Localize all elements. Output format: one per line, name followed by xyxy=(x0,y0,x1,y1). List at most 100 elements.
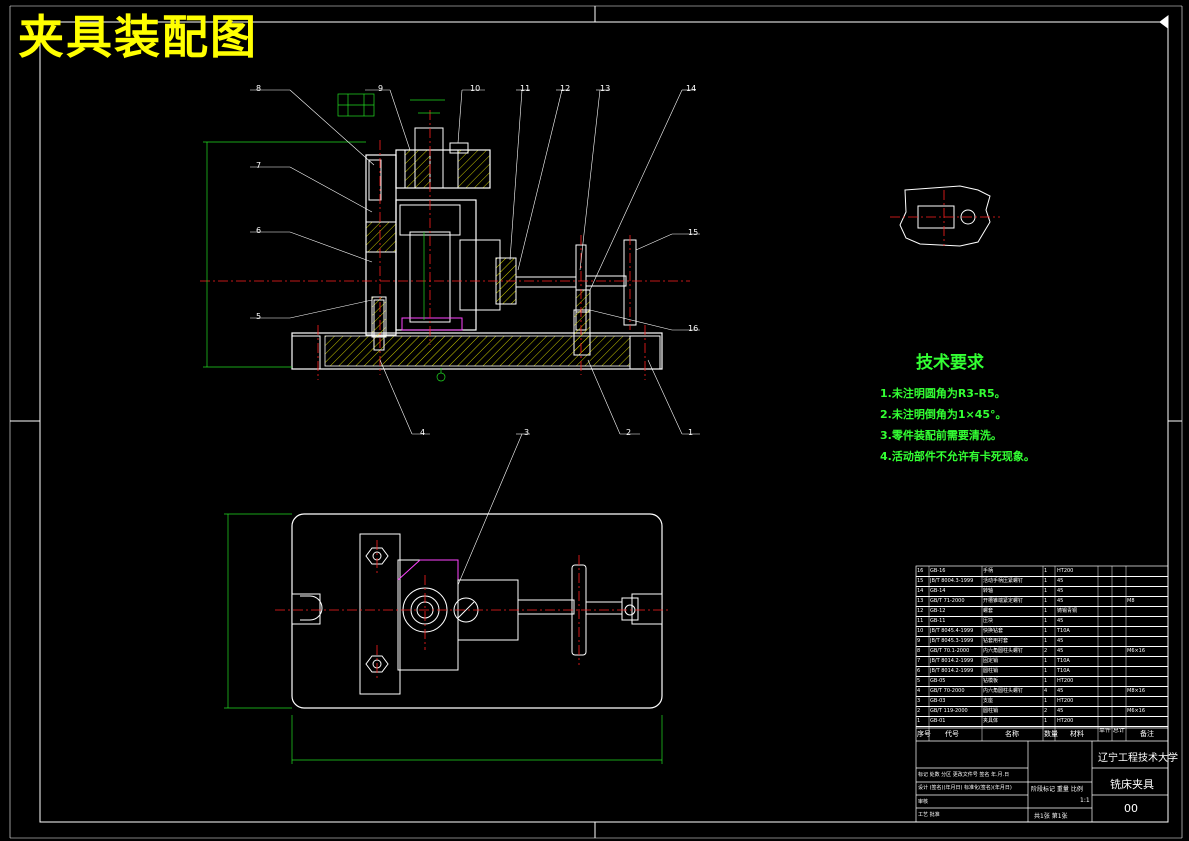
bom-cell-code: GB/T 71-2000 xyxy=(930,598,965,604)
bom-header-qty: 数量 xyxy=(1044,730,1058,738)
bom-cell-material: 45 xyxy=(1057,598,1064,604)
tech-requirement-1: 1.未注明圆角为R3-R5。 xyxy=(880,387,1006,400)
bom-cell-code: JB/T 8045.4-1999 xyxy=(930,628,974,634)
bom-cell-name: 钻套用衬套 xyxy=(983,638,1009,644)
bom-cell-material: 铸锡青铜 xyxy=(1057,608,1078,614)
bom-cell-note: M8×16 xyxy=(1127,688,1146,694)
bom-cell-no: 7 xyxy=(917,658,921,664)
bom-row-rule xyxy=(916,656,1168,657)
bom-cell-no: 10 xyxy=(917,628,924,634)
bom-cell-qty: 1 xyxy=(1044,578,1048,584)
bom-cell-code: GB/T 70-2000 xyxy=(930,688,965,694)
bom-cell-material: 45 xyxy=(1057,578,1064,584)
bom-cell-name: 内六角圆柱头螺钉 xyxy=(983,688,1024,694)
bom-cell-material: 45 xyxy=(1057,708,1064,714)
bom-row-rule xyxy=(916,646,1168,647)
bom-cell-material: 45 xyxy=(1057,638,1064,644)
bom-row-rule xyxy=(916,576,1168,577)
bom-header-name: 名称 xyxy=(1005,730,1019,738)
bom-cell-name: 固定销 xyxy=(983,658,999,664)
tech-requirements: 技术要求 1.未注明圆角为R3-R5。 2.未注明倒角为1×45°。 3.零件装… xyxy=(880,348,1035,469)
bom-cell-code: GB/T 70.1-2000 xyxy=(930,648,970,654)
bom-row-rule xyxy=(916,676,1168,677)
bom-cell-qty: 4 xyxy=(1044,688,1048,694)
top-view xyxy=(224,513,670,764)
bom-cell-material: 45 xyxy=(1057,618,1064,624)
tech-requirement-4: 4.活动部件不允许有卡死现象。 xyxy=(880,450,1035,463)
bom-cell-qty: 1 xyxy=(1044,698,1048,704)
bom-cell-qty: 1 xyxy=(1044,658,1048,664)
bom-row-rule xyxy=(916,716,1168,717)
bom-row-rule xyxy=(916,686,1168,687)
title-block-row-2: 设计 (签名)(年月日) 标准化(签名)(年月日) xyxy=(918,785,1012,791)
bom-cell-no: 11 xyxy=(917,618,924,624)
drawing-title: 夹具装配图 xyxy=(18,10,258,64)
bom-row-rule xyxy=(916,726,1168,727)
bom-cell-no: 5 xyxy=(917,678,921,684)
bom-row-rule xyxy=(916,636,1168,637)
callout-2: 2 xyxy=(626,428,632,437)
bom-cell-no: 4 xyxy=(917,688,921,694)
bom-cell-code: GB-16 xyxy=(930,568,946,574)
callout-14: 14 xyxy=(686,84,697,93)
bom-row-rule xyxy=(916,626,1168,627)
bom-cell-code: GB/T 119-2000 xyxy=(930,708,968,714)
callout-16: 16 xyxy=(688,324,699,333)
bom-cell-qty: 1 xyxy=(1044,608,1048,614)
bom-header-code: 代号 xyxy=(945,730,959,738)
bom-header-material: 材料 xyxy=(1070,730,1084,738)
bom-cell-qty: 1 xyxy=(1044,588,1048,594)
bom-cell-qty: 1 xyxy=(1044,638,1048,644)
bom-cell-code: JB/T 8045.3-1999 xyxy=(930,638,974,644)
bom-cell-no: 15 xyxy=(917,578,924,584)
bom-header-weight: 单件 总计 xyxy=(1099,728,1125,734)
bom-cell-name: 快换钻套 xyxy=(983,628,1004,634)
bom-cell-material: T10A xyxy=(1057,668,1070,674)
bom-row-rule xyxy=(916,596,1168,597)
bom-cell-name: 螺套 xyxy=(983,608,994,614)
bom-cell-note: M6×16 xyxy=(1127,708,1146,714)
bom-cell-no: 2 xyxy=(917,708,921,714)
tech-requirements-title: 技术要求 xyxy=(916,353,984,373)
callout-6: 6 xyxy=(256,226,262,235)
bom-cell-code: GB-01 xyxy=(930,718,946,724)
bom-cell-code: GB-11 xyxy=(930,618,946,624)
bom-cell-qty: 2 xyxy=(1044,708,1048,714)
callout-3: 3 xyxy=(524,428,530,437)
tech-requirement-2: 2.未注明倒角为1×45°。 xyxy=(880,408,1007,421)
title-block-row-3: 审核 xyxy=(918,799,929,805)
bom-cell-name: 圆柱销 xyxy=(983,668,999,674)
bom-cell-no: 1 xyxy=(917,718,921,724)
callout-9: 9 xyxy=(378,84,384,93)
bom-cell-qty: 1 xyxy=(1044,718,1048,724)
bom-cell-name: 夹具体 xyxy=(983,718,999,724)
bom-cell-name: 支座 xyxy=(983,698,994,704)
bom-cell-qty: 1 xyxy=(1044,678,1048,684)
bom-cell-code: JB/T 8004.3-1999 xyxy=(930,578,974,584)
bom-row-rule xyxy=(916,696,1168,697)
bom-cell-material: T10A xyxy=(1057,658,1070,664)
bom-row-rule xyxy=(916,586,1168,587)
bom-cell-material: 45 xyxy=(1057,648,1064,654)
bom-header-note: 备注 xyxy=(1140,730,1154,738)
bom-cell-no: 3 xyxy=(917,698,921,704)
title-block-drawing-no: 00 xyxy=(1124,802,1138,815)
bom-cell-no: 14 xyxy=(917,588,924,594)
bom-cell-code: GB-12 xyxy=(930,608,946,614)
title-block-scale: 1:1 xyxy=(1080,797,1090,804)
title-block-part-name: 铣床夹具 xyxy=(1110,778,1154,791)
title-block-row-4: 工艺 批准 xyxy=(918,812,940,818)
callout-12: 12 xyxy=(560,84,571,93)
bom-cell-qty: 1 xyxy=(1044,618,1048,624)
bom-cell-note: M6×16 xyxy=(1127,648,1146,654)
callout-10: 10 xyxy=(470,84,481,93)
bom-row-rule xyxy=(916,666,1168,667)
title-block-frame xyxy=(915,565,1169,823)
callout-8: 8 xyxy=(256,84,262,93)
bom-cell-name: 内六角圆柱头螺钉 xyxy=(983,648,1024,654)
bom-cell-no: 8 xyxy=(917,648,921,654)
bom-cell-no: 6 xyxy=(917,668,921,674)
bom-row-rule xyxy=(916,606,1168,607)
bom-cell-code: GB-03 xyxy=(930,698,946,704)
bom-cell-name: 压块 xyxy=(983,618,994,624)
